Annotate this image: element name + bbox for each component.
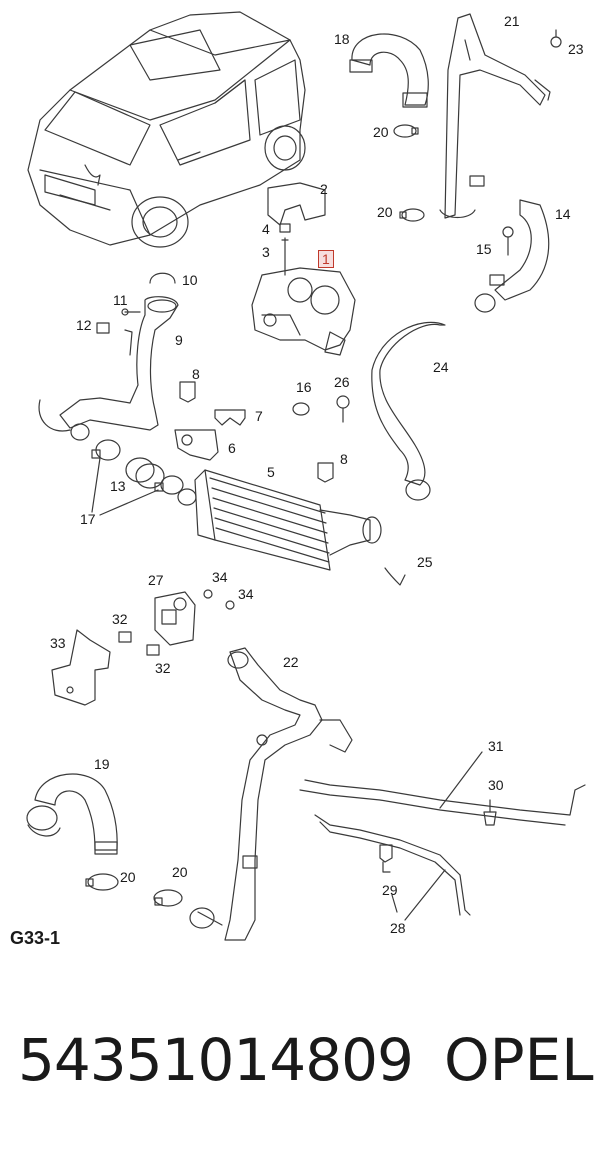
callout-26: 26 <box>334 374 350 390</box>
callout-31: 31 <box>488 738 504 754</box>
callout-15: 15 <box>476 241 492 257</box>
part-1-egr-valve <box>251 267 356 356</box>
callout-16: 16 <box>296 379 312 395</box>
part-24-hose <box>371 321 446 501</box>
callout-8-b: 8 <box>340 451 348 467</box>
part-20-clamp-d <box>153 889 183 907</box>
callout-4: 4 <box>262 221 270 237</box>
callout-29: 29 <box>382 882 398 898</box>
callout-30: 30 <box>488 777 504 793</box>
callout-11: 11 <box>113 292 128 308</box>
callout-20-c: 20 <box>120 869 136 885</box>
callout-27: 27 <box>148 572 164 588</box>
callout-7: 7 <box>255 408 263 424</box>
callout-2: 2 <box>320 181 328 197</box>
callout-32-b: 32 <box>155 660 171 676</box>
part-17-clamp-b <box>154 475 184 495</box>
part-14-hose <box>474 199 550 313</box>
part-25-clip <box>384 567 406 586</box>
part-4-nut <box>279 223 291 233</box>
callout-32-a: 32 <box>112 611 128 627</box>
part-12-nut <box>96 322 110 334</box>
part-32-bush-b <box>146 644 160 656</box>
callout-24: 24 <box>433 359 449 375</box>
callout-20-a: 20 <box>373 124 389 140</box>
part-22-pipe <box>189 647 353 941</box>
part-34-nut-b <box>225 600 235 610</box>
part-17-clamp-a <box>91 439 121 461</box>
part-23-bolt <box>550 29 562 48</box>
callout-20-b: 20 <box>377 204 393 220</box>
leader-31 <box>439 751 483 809</box>
part-33-bracket <box>51 629 111 706</box>
part-34-nut-a <box>203 589 213 599</box>
part-7-bracket <box>214 409 246 426</box>
callout-9: 9 <box>175 332 183 348</box>
part-20-clamp-c <box>85 873 119 891</box>
part-10-clip <box>149 272 176 284</box>
part-27-solenoid <box>154 591 196 646</box>
leader-28 <box>404 869 446 921</box>
part-32-bush-a <box>118 631 132 643</box>
callout-23: 23 <box>568 41 584 57</box>
leader-29 <box>391 894 398 913</box>
callout-8-a: 8 <box>192 366 200 382</box>
callout-34-b: 34 <box>238 586 254 602</box>
callout-5: 5 <box>267 464 275 480</box>
callout-1-highlighted[interactable]: 1 <box>318 250 334 268</box>
part-9-hose <box>38 296 179 441</box>
callout-12: 12 <box>76 317 92 333</box>
part-20-clamp-b <box>399 208 425 222</box>
brand-name: OPEL <box>444 1026 594 1094</box>
callout-10: 10 <box>182 272 198 288</box>
callout-34-a: 34 <box>212 569 228 585</box>
callout-18: 18 <box>334 31 350 47</box>
callout-19: 19 <box>94 756 110 772</box>
callout-13: 13 <box>110 478 126 494</box>
part-28-line <box>314 814 471 916</box>
part-31-line <box>299 779 586 826</box>
leader-17-b <box>99 489 159 516</box>
part-29-clip <box>379 844 393 873</box>
part-26-bolt <box>336 395 350 423</box>
part-6-bracket <box>174 429 219 461</box>
callout-14: 14 <box>555 206 571 222</box>
part-5-intercooler <box>177 469 382 571</box>
callout-6: 6 <box>228 440 236 456</box>
part-8-bracket-a <box>179 381 196 403</box>
callout-28: 28 <box>390 920 406 936</box>
part-11-screw <box>121 308 141 316</box>
part-20-clamp-a <box>393 124 419 138</box>
part-number: 54351014809 <box>18 1026 414 1094</box>
callout-33: 33 <box>50 635 66 651</box>
leader-17-a <box>91 457 101 513</box>
part-16-grommet <box>292 402 310 416</box>
part-21-pipe <box>439 13 551 219</box>
part-2-bracket <box>267 182 326 226</box>
part-15-bolt <box>502 226 514 256</box>
figure-label: G33-1 <box>10 928 61 948</box>
part-30-clip <box>483 799 497 826</box>
part-18-hose <box>349 33 429 108</box>
callout-25: 25 <box>417 554 433 570</box>
part-19-hose <box>26 773 118 855</box>
callout-17: 17 <box>80 511 96 527</box>
callout-22: 22 <box>283 654 299 670</box>
callout-3: 3 <box>262 244 270 260</box>
part-3-stud <box>281 237 289 276</box>
callout-20-d: 20 <box>172 864 188 880</box>
part-13-sleeve <box>125 457 165 489</box>
part-8-bracket-b <box>317 462 334 483</box>
callout-21: 21 <box>504 13 520 29</box>
car-illustration <box>27 11 306 248</box>
